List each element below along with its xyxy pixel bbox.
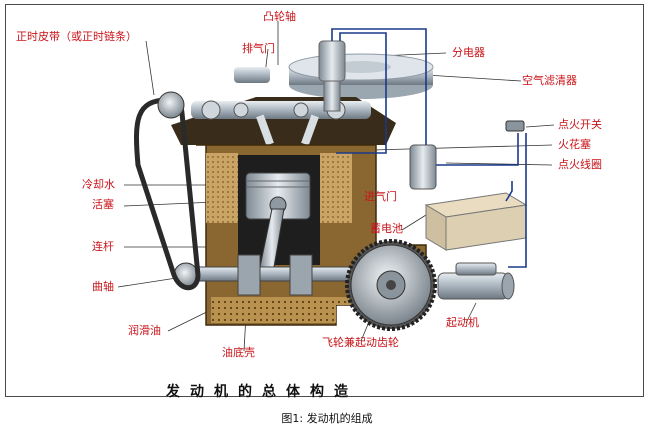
engine-illustration (117, 21, 555, 352)
figure-caption: 图1: 发动机的组成 (281, 412, 373, 425)
diagram-frame: 凸轮轴 正时皮带（或正时链条） 排气门 分电器 空气滤清器 点火开关 火花塞 点… (5, 4, 644, 400)
flywheel-shape (345, 239, 437, 331)
air-filter-shape (288, 53, 434, 99)
label-timing-belt: 正时皮带（或正时链条） (16, 30, 137, 43)
ignition-coil-shape (409, 144, 437, 190)
ignition-switch-shape (505, 120, 525, 132)
label-coolant: 冷却水 (82, 178, 115, 191)
starter-motor-shape (437, 262, 515, 300)
label-distributor: 分电器 (452, 46, 485, 59)
battery-shape (424, 192, 528, 251)
label-camshaft: 凸轮轴 (263, 10, 296, 23)
label-exhaust-valve: 排气门 (242, 42, 275, 55)
label-ignition-coil: 点火线圈 (558, 158, 602, 171)
distributor-shape (318, 40, 346, 112)
label-intake-valve: 进气门 (364, 190, 397, 203)
label-spark-plug: 火花塞 (558, 138, 591, 151)
label-battery: 蓄电池 (370, 222, 403, 235)
label-air-filter: 空气滤清器 (522, 74, 577, 87)
cam-pulley-shape (157, 91, 185, 119)
diagram-title: 发动机的总体构造 (166, 384, 358, 400)
label-connecting-rod: 连杆 (92, 240, 114, 253)
label-starter: 起动机 (446, 316, 479, 329)
label-crankshaft: 曲轴 (92, 280, 114, 293)
label-lubricating-oil: 润滑油 (128, 324, 161, 337)
label-flywheel: 飞轮兼起动齿轮 (322, 336, 399, 349)
label-piston: 活塞 (92, 198, 114, 211)
label-ignition-switch: 点火开关 (558, 118, 602, 131)
label-oil-pan: 油底壳 (222, 346, 255, 359)
piston-shape (245, 172, 311, 268)
ignition-wires (331, 28, 527, 268)
